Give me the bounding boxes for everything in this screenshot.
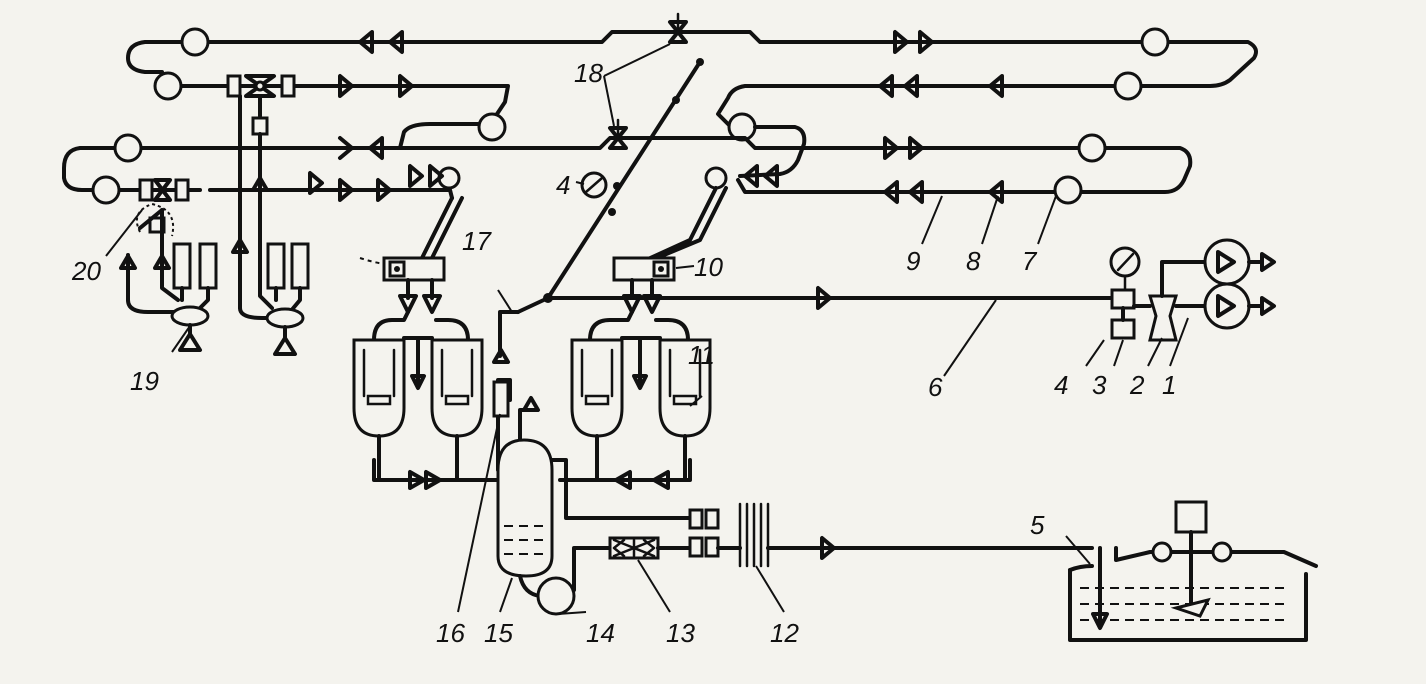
callout-leaders (105, 43, 1189, 615)
right-receiver-group (558, 310, 712, 490)
label-12: 12 (770, 618, 799, 648)
coil-bend-circle (704, 166, 728, 190)
label-2: 2 (1129, 370, 1145, 400)
label-3: 3 (1092, 370, 1107, 400)
pump-motor (1203, 238, 1251, 286)
junction-dot (696, 58, 704, 66)
label-17: 17 (462, 226, 492, 256)
label-1: 1 (1162, 370, 1176, 400)
coil-bend-circle (1113, 71, 1143, 101)
label-20: 20 (71, 256, 101, 286)
label-14: 14 (586, 618, 615, 648)
regulating-valve (492, 380, 510, 418)
compressor-body (1147, 294, 1179, 342)
label-7: 7 (1022, 246, 1038, 276)
label-8: 8 (966, 246, 981, 276)
right-distribution-head (612, 186, 728, 314)
label-10: 10 (694, 252, 723, 282)
junction-dot (672, 96, 680, 104)
label-5: 5 (1030, 510, 1045, 540)
coil-bend-circle (180, 27, 210, 57)
compressor-unit (1109, 238, 1276, 342)
label-4-center: 4 (556, 170, 570, 200)
label-11: 11 (688, 340, 715, 370)
liquid-separator (492, 310, 1094, 616)
coil-bend-circle (91, 175, 121, 205)
label-19: 19 (130, 366, 159, 396)
center-left-distribution-station (226, 74, 310, 356)
coil-bend-circle (1077, 133, 1107, 163)
main-pipeline (516, 286, 1120, 314)
receiver-vessel (430, 338, 484, 438)
liquid-pump (265, 307, 305, 329)
label-15: 15 (484, 618, 513, 648)
oil-separator (1110, 288, 1136, 310)
label-16: 16 (436, 618, 465, 648)
lower-evaporator-loop (62, 122, 1193, 205)
circulation-pump (536, 576, 576, 616)
separator-vessel (496, 438, 554, 578)
agitator-motor (1174, 500, 1208, 534)
receiver-vessel (570, 338, 624, 438)
junction-dot (613, 182, 621, 190)
junction-dot (608, 208, 616, 216)
label-9: 9 (906, 246, 920, 276)
pressure-gauge-line (580, 171, 608, 199)
coil-bend-circle (477, 112, 507, 142)
receiver-vessel (352, 338, 406, 438)
shutoff-valve-upper (668, 12, 688, 44)
label-13: 13 (666, 618, 695, 648)
coil-bend-circle (153, 71, 183, 101)
left-distribution-head (359, 196, 464, 314)
label-6: 6 (928, 372, 943, 402)
shutoff-valve-lower (608, 118, 628, 150)
coil-bend-circle (113, 133, 143, 163)
left-distribution-station (119, 178, 218, 352)
label-4-right: 4 (1054, 370, 1068, 400)
left-receiver-group (352, 310, 512, 490)
callout-labels: 1 2 3 4 4 5 6 7 8 9 10 11 12 13 14 15 16… (71, 58, 1176, 648)
pump-motor (1203, 282, 1251, 330)
mixing-tank (1068, 500, 1318, 642)
coil-bend-circle (1140, 27, 1170, 57)
coil-bend-circle (1053, 175, 1083, 205)
label-18: 18 (574, 58, 603, 88)
liquid-pump (170, 305, 210, 327)
filter-element (1110, 318, 1136, 340)
